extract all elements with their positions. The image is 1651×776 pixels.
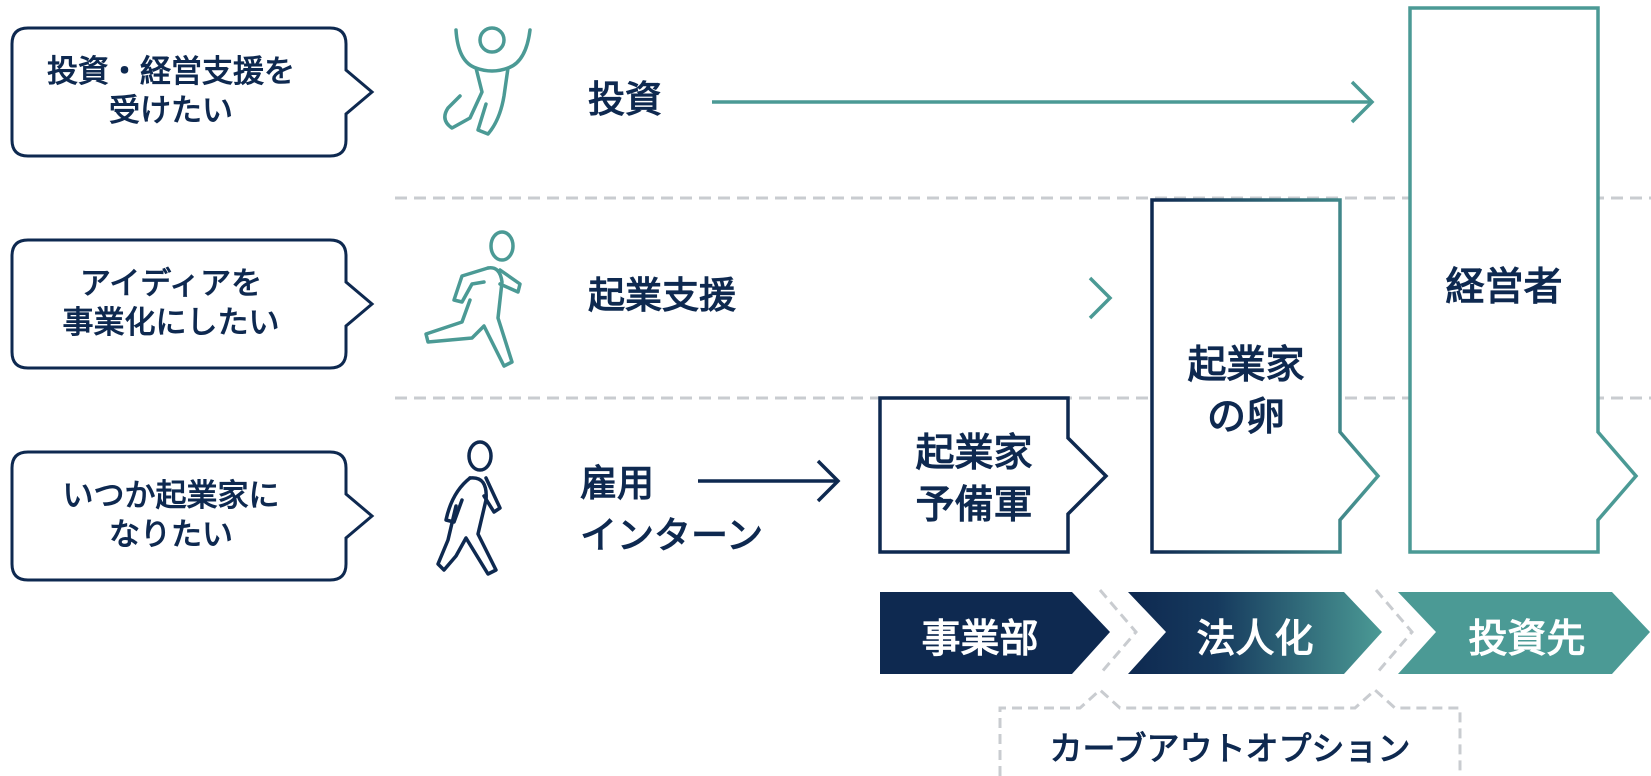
path-label-line: インターン bbox=[580, 514, 764, 557]
column-label-line: 起業家 bbox=[915, 431, 1033, 476]
carve-out-chevron-left bbox=[1098, 589, 1138, 675]
speech-bubble-3 bbox=[10, 450, 375, 582]
column-label-line: 予備軍 bbox=[915, 483, 1033, 528]
speech-line: 事業化にしたい bbox=[62, 305, 280, 341]
path-label-startup-support: 起業支援 bbox=[588, 274, 736, 317]
stage-chevron-jigyoubu bbox=[880, 592, 1110, 674]
speech-text-3: いつか起業家に なりたい bbox=[12, 477, 330, 555]
column-label-line: 経営者 bbox=[1445, 265, 1563, 310]
carve-out-label: カーブアウトオプション bbox=[1049, 729, 1411, 768]
arrow-invest bbox=[712, 80, 1375, 124]
column-label-line: 起業家 bbox=[1187, 343, 1305, 388]
path-label-line: 雇用 bbox=[580, 462, 654, 505]
speech-line: 受けたい bbox=[109, 93, 233, 129]
column-manager bbox=[1408, 6, 1639, 554]
stage-label-houjinka: 法人化 bbox=[1196, 617, 1314, 662]
speech-bubble-2 bbox=[10, 238, 375, 370]
carve-out-chevron-right bbox=[1374, 589, 1414, 675]
column-reserve bbox=[878, 396, 1109, 554]
column-reserve-label: 起業家 予備軍 bbox=[880, 428, 1068, 532]
jumping-person-icon bbox=[443, 26, 532, 136]
speech-line: 投資・経営支援を bbox=[47, 54, 295, 90]
column-egg bbox=[1150, 198, 1381, 554]
running-person-icon bbox=[424, 230, 522, 368]
speech-text-1: 投資・経営支援を 受けたい bbox=[12, 53, 330, 131]
speech-line: なりたい bbox=[109, 517, 233, 553]
speech-bubble-1 bbox=[10, 26, 375, 158]
path-label-employment: 雇用 インターン bbox=[580, 458, 763, 562]
stage-chevron-houjinka bbox=[1128, 592, 1382, 674]
stage-label-toushisaki: 投資先 bbox=[1468, 617, 1586, 662]
speech-text-2: アイディアを 事業化にしたい bbox=[12, 265, 330, 343]
speech-line: いつか起業家に bbox=[62, 478, 280, 514]
speech-line: アイディアを bbox=[79, 266, 263, 302]
column-label-line: の卵 bbox=[1206, 395, 1285, 440]
column-manager-label: 経営者 bbox=[1410, 262, 1598, 314]
stage-label-jigyoubu: 事業部 bbox=[921, 617, 1039, 662]
walking-person-icon bbox=[436, 440, 502, 576]
arrow-startup-support bbox=[790, 276, 1113, 320]
column-egg-label: 起業家 の卵 bbox=[1152, 340, 1340, 444]
arrow-employment bbox=[698, 459, 841, 503]
stage-chevron-toushisaki bbox=[1398, 592, 1650, 674]
path-label-invest: 投資 bbox=[588, 78, 662, 121]
